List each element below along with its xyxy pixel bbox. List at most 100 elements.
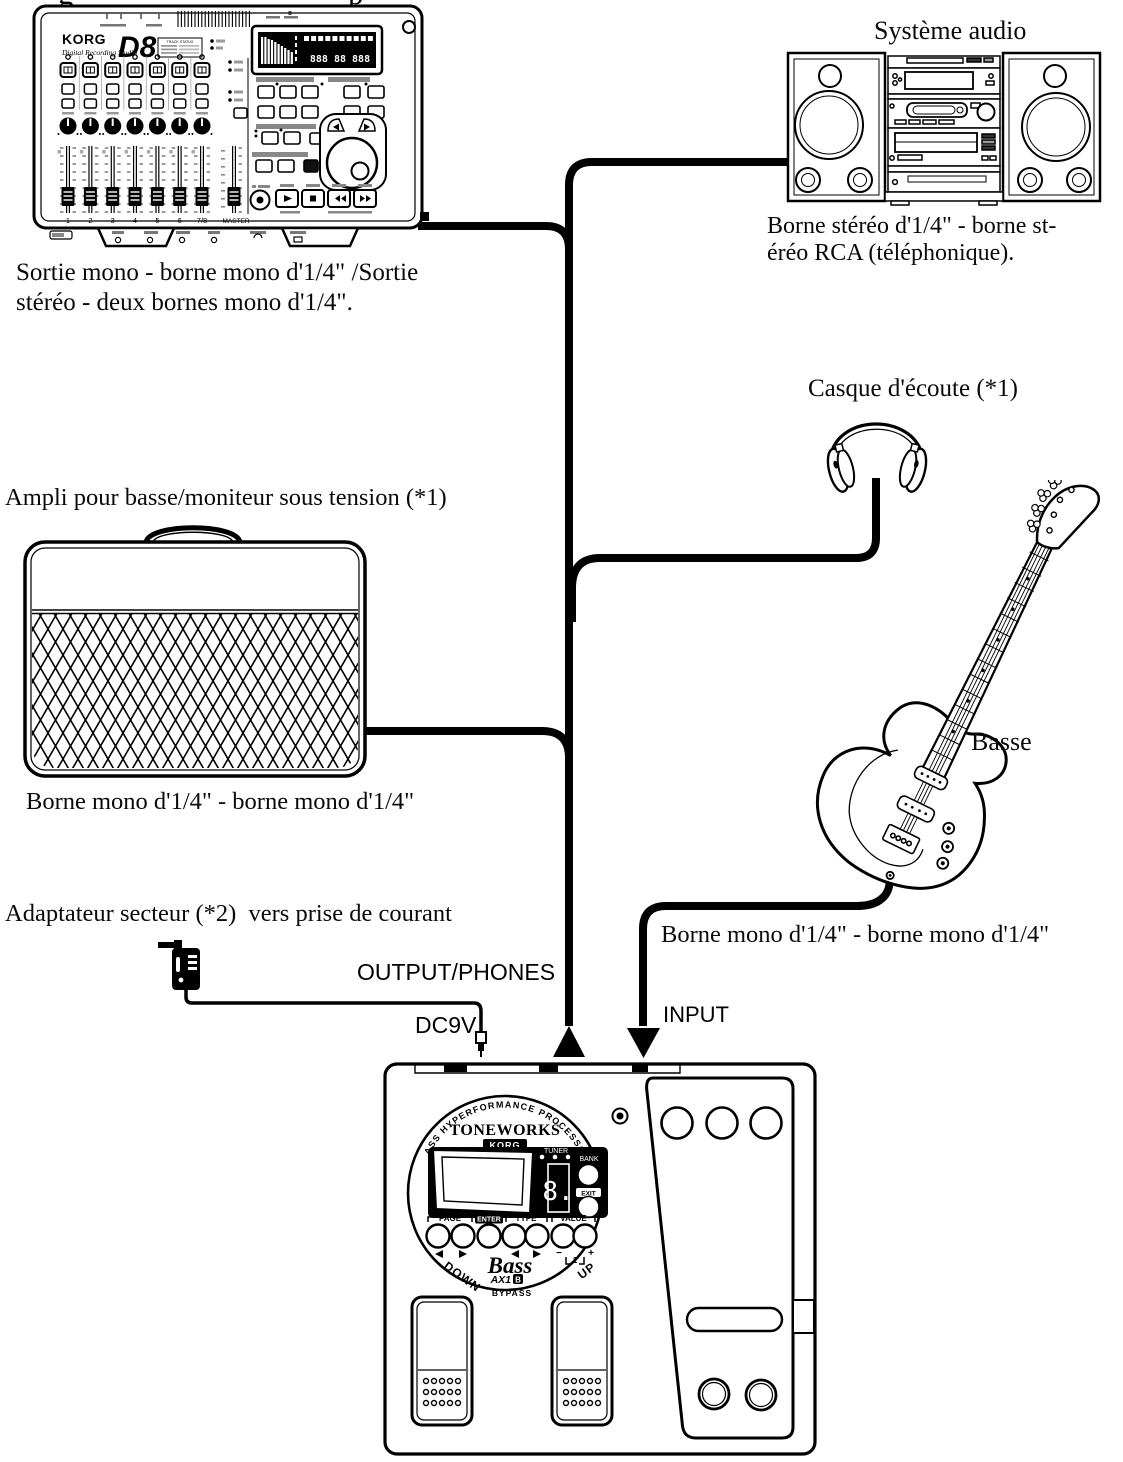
amp-handle [143, 525, 243, 544]
footswitch-up [550, 1295, 614, 1427]
speaker-left [786, 51, 887, 203]
output-phones-label: OUTPUT/PHONES [357, 959, 556, 985]
value-minus-button [550, 1223, 576, 1249]
d8-status-leds [210, 39, 248, 119]
svg-text:1: 1 [573, 1256, 578, 1265]
arrow-output-phones [553, 1026, 585, 1057]
d8-channel-label: 3 [111, 216, 115, 225]
bass-guitar [815, 480, 1100, 890]
amp-caption: Borne mono d'1/4" - borne mono d'1/4" [26, 788, 415, 815]
page-left-arrow [435, 1250, 443, 1258]
page-right-button [450, 1223, 476, 1249]
arrow-input [627, 1028, 660, 1058]
type-right-button [524, 1223, 550, 1249]
bass-headstock [1035, 484, 1100, 550]
pedal-display-panel: TUNER 8. BANK EXIT [428, 1147, 608, 1219]
enter-label: ENTER [477, 1217, 501, 1224]
type-left-arrow [511, 1250, 519, 1258]
bank-label: BANK [579, 1156, 598, 1163]
d8-display-digits: 888 88 888 [310, 54, 370, 65]
bass-script-logo: Bass [487, 1253, 533, 1278]
d8-channel-label: 6 [178, 216, 182, 225]
amp-label: Ampli pour basse/moniteur sous tension (… [5, 484, 447, 511]
type-left-button [501, 1223, 527, 1249]
value-label: VALUE [560, 1214, 587, 1223]
cable-stereo-trunk [565, 158, 800, 1026]
d8-foot-right [280, 226, 360, 248]
cable-bass [639, 864, 894, 1026]
bass-body [815, 701, 1008, 890]
page-right-arrow [459, 1250, 467, 1258]
d8-track-status-box: TRACK STATUS [157, 37, 203, 58]
bass-label: Basse [971, 727, 1032, 756]
d8-brand: KORG [62, 31, 106, 47]
enter-button [476, 1223, 502, 1249]
bank-up-button [577, 1163, 600, 1187]
svg-text:TRACK STATUS: TRACK STATUS [167, 40, 194, 44]
page-label: PAGE [439, 1214, 462, 1223]
pedal-edit-buttons: PAGE ENTER TYPE VALUE − + 1 [425, 1213, 598, 1265]
ac-adapter-icon [158, 940, 200, 990]
audio-system [786, 51, 1102, 206]
d8-buttons [254, 82, 385, 173]
stereo-stack [884, 55, 1004, 206]
d8-recorder: KORG Digital Recording Studio D8 TRACK S… [32, 4, 429, 248]
headphones-label: Casque d'écoute (*1) [808, 375, 1018, 402]
d8-phones-knob [402, 20, 416, 34]
pedal-brand: TONEWORKS [450, 1122, 561, 1139]
ax1b-pedal: BASS HYPERFORMANCE PROCESSOR TONEWORKS K… [380, 1060, 817, 1456]
ax1-logo: AX1 [490, 1274, 512, 1286]
d8-master-label: MASTER [222, 218, 249, 225]
audio-system-title: Système audio [874, 16, 1027, 45]
expression-grip-slot [685, 1306, 784, 1333]
bypass-label: BYPASS [492, 1288, 532, 1298]
d8-power-cord-stub [420, 212, 429, 221]
d8-studio-label: Digital Recording Studio [61, 48, 137, 57]
d8-foot-left [96, 226, 176, 248]
bass-amp [23, 525, 367, 778]
d8-jog-dial [319, 113, 387, 191]
pedal-rear-jacks [414, 1065, 681, 1074]
cable-d8-branch [418, 222, 573, 312]
bass-frets [932, 551, 1049, 761]
d8-transport [249, 184, 377, 214]
d8-jack-markings [49, 230, 306, 244]
page-left-button [425, 1223, 451, 1249]
d8-channel-label: 5 [155, 216, 159, 225]
d8-channel-label: 4 [133, 216, 137, 225]
d8-caption: Sortie mono - borne mono d'1/4" /Sortie … [16, 259, 419, 316]
bass-strings [897, 543, 1050, 840]
svg-text:EXIT: EXIT [581, 1191, 595, 1198]
svg-text:+: + [588, 1248, 594, 1259]
tuner-label: TUNER [544, 1148, 568, 1155]
adapter-label: Adaptateur secteur (*2) vers prise de co… [5, 900, 452, 927]
bass-cable-caption: Borne mono d'1/4" - borne mono d'1/4" [661, 921, 1050, 948]
d8-display: 888 88 888 [250, 24, 384, 76]
cable-amp [352, 727, 573, 802]
bass-tuners [1026, 480, 1075, 534]
dc9v-label: DC9V [415, 1012, 477, 1038]
d8-channel-label: 1 [66, 216, 70, 225]
bank-digit: 8. [542, 1177, 573, 1207]
headphones-icon [826, 422, 928, 493]
expression-hinge-tab [792, 1299, 815, 1334]
expression-pedal [645, 1076, 815, 1440]
d8-top-markings [100, 11, 298, 27]
d8-channel-label: 7/8 [197, 216, 207, 225]
exit-badge [576, 1188, 601, 1197]
d8-vents [177, 11, 250, 27]
input-label: INPUT [663, 1002, 729, 1027]
dc-plug-icon [475, 1031, 487, 1057]
ax1-suffix: B [515, 1276, 521, 1285]
footswitch-down [410, 1295, 474, 1427]
cable-headphones [568, 478, 880, 622]
value-plus-button [572, 1223, 598, 1249]
cable-dc-power [184, 988, 483, 1032]
svg-text:KORG: KORG [490, 1141, 521, 1151]
bass-hardware [882, 765, 956, 880]
bank-display [547, 1163, 570, 1213]
d8-section-bars [252, 77, 370, 157]
